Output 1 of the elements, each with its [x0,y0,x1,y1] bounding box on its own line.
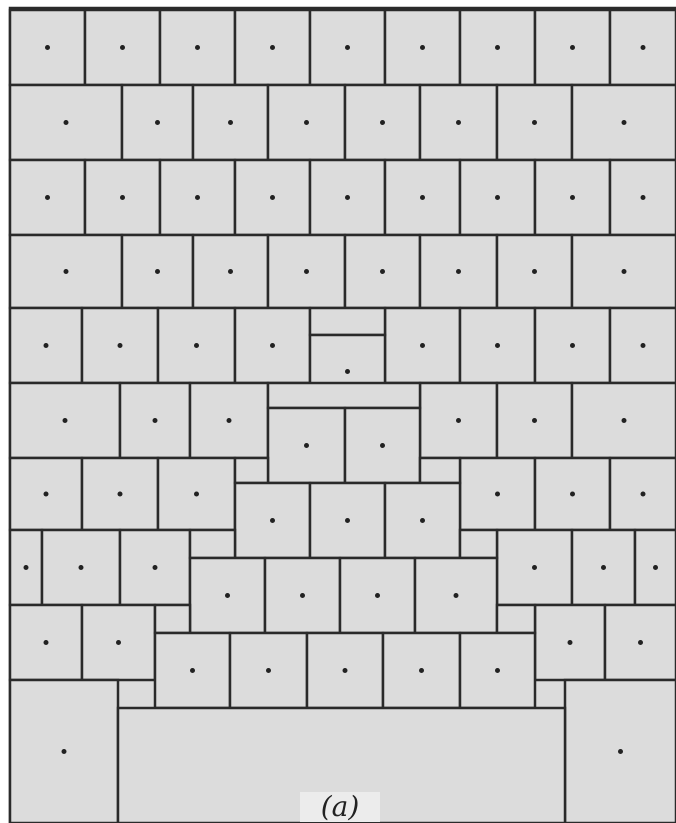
figure-caption: (a) [300,792,380,822]
